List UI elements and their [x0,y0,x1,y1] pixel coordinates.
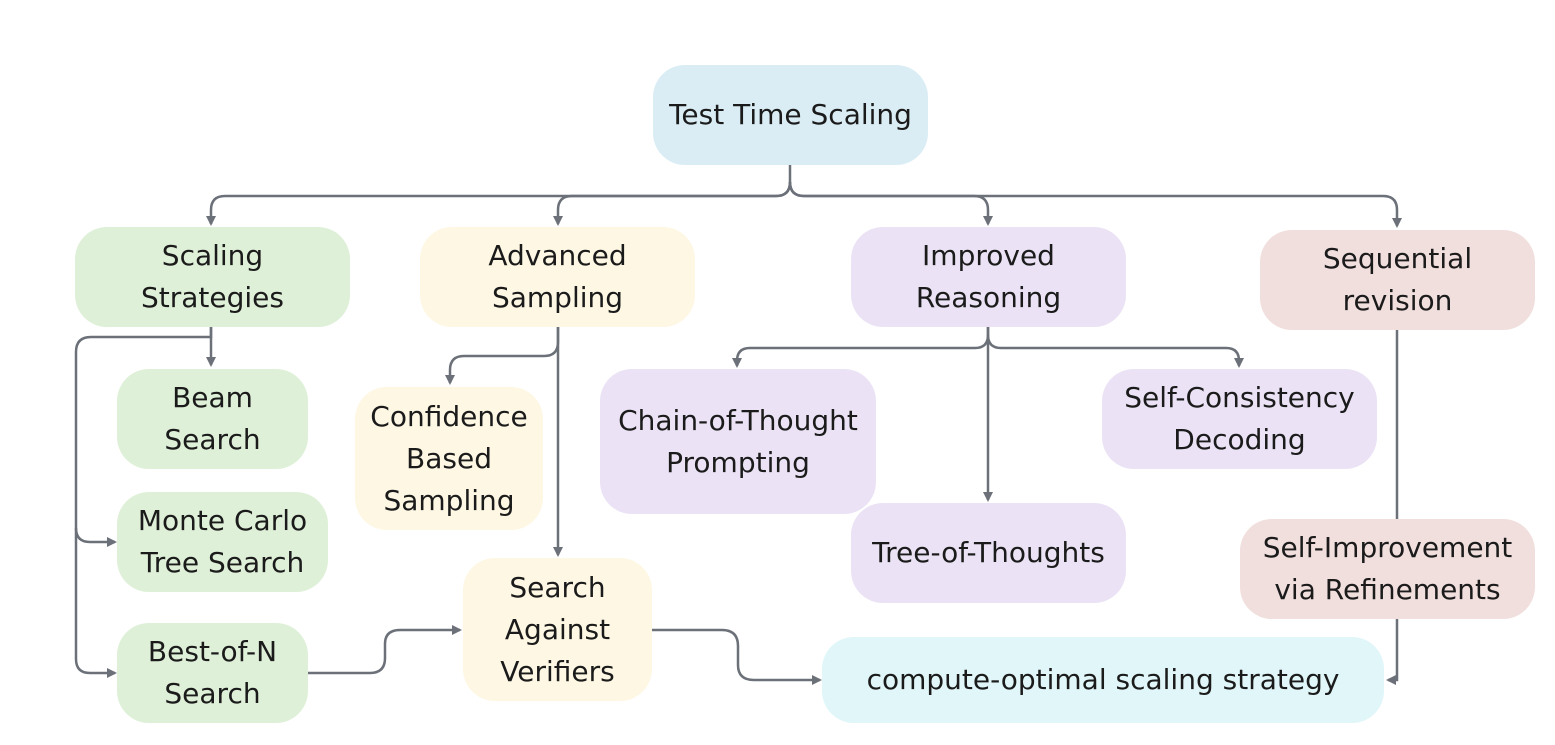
node-search-against-verifiers: Search Against Verifiers [463,558,652,701]
connector-reasoning-cot [732,327,990,368]
node-confidence-based-sampling: Confidence Based Sampling [355,387,543,530]
connector-bestofn-verifiers [308,625,462,675]
connector-scaling-mcts [74,327,213,547]
node-label: compute-optimal scaling strategy [866,663,1340,696]
connector-root-scaling [206,165,792,226]
node-label-line1: Confidence [370,399,528,433]
node-beam-search: Beam Search [117,369,308,469]
node-label-line2: Search [164,677,261,710]
node-test-time-scaling: Test Time Scaling [653,65,928,165]
node-label-line2: Strategies [141,281,284,314]
node-label-line1: Beam [172,381,253,414]
node-monte-carlo-tree-search: Monte Carlo Tree Search [117,492,328,592]
node-self-improvement: Self-Improvement via Refinements [1240,519,1535,619]
connector-root-reasoning [788,181,993,226]
connector-reasoning-sc [986,334,1244,368]
node-label-line1: Scaling [161,239,264,272]
node-sequential-revision: Sequential revision [1260,230,1535,330]
connector-sampling-confidence [445,327,560,385]
node-label-line1: Best-of-N [147,635,278,668]
node-label-line2: Search [164,423,261,456]
node-label-line2: Prompting [666,445,810,479]
node-scaling-strategies: Scaling Strategies [75,227,350,327]
node-label-line1: Self-Improvement [1262,531,1513,564]
connector-revision-optimal [1386,330,1399,685]
node-label-line2: Reasoning [915,281,1062,314]
node-label: Test Time Scaling [669,98,912,131]
node-advanced-sampling: Advanced Sampling [420,227,695,327]
node-compute-optimal-scaling: compute-optimal scaling strategy [822,637,1384,723]
node-label-line1: Sequential [1322,242,1473,275]
node-improved-reasoning: Improved Reasoning [851,227,1126,327]
connector-scaling-bestofn [74,528,117,678]
node-label-line2: Sampling [491,281,624,314]
node-self-consistency-decoding: Self-Consistency Decoding [1102,369,1377,469]
node-label-line1: Advanced [488,239,627,272]
node-label-line2: via Refinements [1274,573,1501,606]
node-label-line2: Based [406,441,492,475]
node-label-line1: Monte Carlo [137,504,308,537]
node-label-line2: Against [504,612,611,646]
node-label-line2: revision [1342,284,1453,317]
connector-verifiers-optimal [652,628,822,685]
node-label-line2: Tree Search [140,546,305,579]
node-label-line1: Chain-of-Thought [618,403,858,437]
connector-root-revision [788,181,1402,228]
connector-root-sampling [553,181,792,226]
node-label-line3: Sampling [383,483,515,517]
node-label-line2: Decoding [1173,423,1306,456]
node-label-line1: Self-Consistency [1124,381,1355,414]
node-best-of-n-search: Best-of-N Search [117,623,308,723]
node-label-line3: Verifiers [500,654,615,688]
node-tree-of-thoughts: Tree-of-Thoughts [851,503,1126,603]
node-label-line1: Search [509,570,606,604]
node-label: Tree-of-Thoughts [872,536,1105,569]
node-chain-of-thought: Chain-of-Thought Prompting [600,369,876,514]
node-label-line1: Improved [922,239,1055,272]
